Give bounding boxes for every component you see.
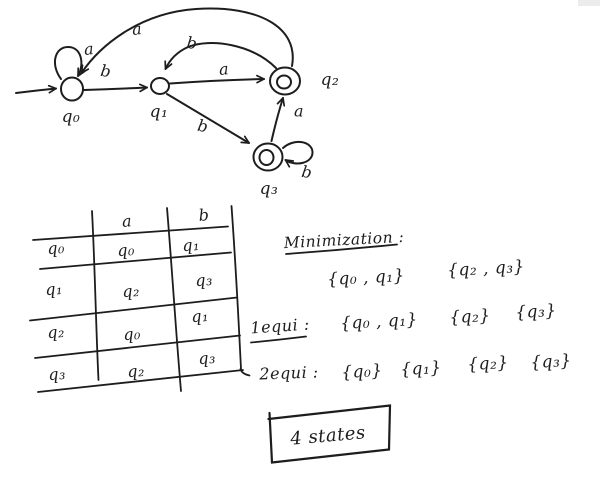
table-cell-b: q₁ xyxy=(190,305,210,327)
equi1-set: {q₀ , q₁} xyxy=(339,309,419,335)
state-label-q0: q₀ xyxy=(61,107,81,127)
edge-q3-q2 xyxy=(270,97,286,142)
table-cell-state: q₃ xyxy=(47,363,67,385)
table-cell-a: q₂ xyxy=(121,280,141,302)
equi2-set: {q₂} xyxy=(466,352,510,376)
equi1-set: {q₃} xyxy=(514,300,558,324)
edge-q2-q1 xyxy=(164,42,277,70)
state-q3-outer-circle xyxy=(252,142,284,172)
table-cell-a: q₀ xyxy=(122,323,142,345)
table-vline-2 xyxy=(166,207,182,392)
table-cell-b: q₃ xyxy=(197,347,217,369)
state-q2-inner-circle xyxy=(276,74,292,90)
table-hline-2 xyxy=(39,251,232,270)
table-cell-a: q₀ xyxy=(116,239,136,261)
state-q2-outer-circle xyxy=(269,66,301,96)
table-cell-b: q₁ xyxy=(181,234,201,256)
screen-corner-artifact xyxy=(578,0,600,6)
partition-set: {q₀ , q₁} xyxy=(326,265,406,291)
state-q0-circle xyxy=(60,76,84,102)
state-q1-circle xyxy=(150,77,170,95)
edge-q1-q3 xyxy=(166,93,250,144)
equi2-set: {q₀} xyxy=(340,360,384,384)
table-hline-1 xyxy=(32,225,229,241)
table-hline-4 xyxy=(34,334,241,359)
table-cell-state: q₁ xyxy=(44,278,64,300)
table-cell-b: q₃ xyxy=(194,269,214,291)
state-label-q1: q₁ xyxy=(149,102,169,122)
table-header-a: a xyxy=(121,211,133,231)
edge-q0-self-loop xyxy=(53,46,86,80)
edge-label-q1-q2: a xyxy=(218,59,230,79)
table-vline-right-border xyxy=(230,205,242,370)
edge-q0-q1 xyxy=(83,83,148,93)
start-arrow xyxy=(15,84,57,94)
table-hline-3 xyxy=(29,296,238,322)
edge-q3-self-loop xyxy=(282,140,314,168)
minimization-underline xyxy=(285,243,398,255)
table-hline-5 xyxy=(37,369,244,393)
equi1-set: {q₂} xyxy=(448,305,492,329)
equi2-set: {q₁} xyxy=(399,357,443,381)
state-label-q2: q₂ xyxy=(320,70,340,90)
table-cell-a: q₂ xyxy=(126,360,146,382)
table-cell-state: q₀ xyxy=(46,237,66,259)
state-label-q3: q₃ xyxy=(259,179,279,199)
edge-label-q2-q1: b xyxy=(185,32,199,54)
state-q3-inner-circle xyxy=(258,149,275,166)
table-header-b: b xyxy=(197,205,211,225)
edge-q2-q0 xyxy=(80,7,294,74)
equi2-set: {q₃} xyxy=(529,350,573,374)
edge-label-q3-q2: a xyxy=(293,101,305,121)
result-box xyxy=(267,404,392,464)
equi1-underline xyxy=(250,335,307,344)
edge-label-q0-self: a xyxy=(83,39,95,59)
edge-q1-q2 xyxy=(169,74,265,85)
equi2-label: 2equi : xyxy=(259,362,319,384)
table-cell-state: q₂ xyxy=(46,321,66,343)
partition-set: {q₂ , q₃} xyxy=(446,256,526,282)
table-vline-1 xyxy=(91,210,100,381)
edge-label-q2-q0: a xyxy=(131,19,143,39)
